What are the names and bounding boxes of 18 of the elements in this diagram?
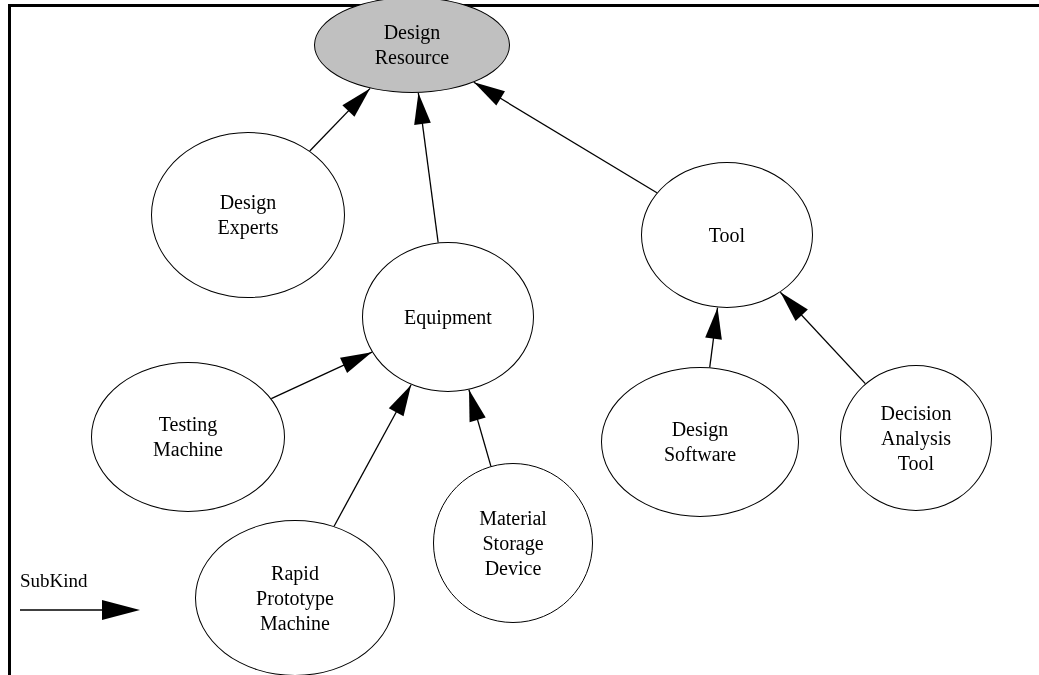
node-label: Equipment — [404, 304, 492, 330]
node-label: Rapid Prototype Machine — [255, 560, 335, 636]
node-label: Testing Machine — [152, 412, 224, 462]
node-label: Decision Analysis Tool — [879, 400, 953, 476]
node-label: Design Software — [662, 417, 738, 467]
node-label: Material Storage Device — [478, 505, 548, 581]
node-label: Tool — [708, 222, 746, 248]
arrow — [414, 92, 439, 244]
arrow — [705, 306, 722, 368]
arrow — [779, 291, 866, 385]
arrow — [270, 351, 373, 400]
node-label: Design Resource — [373, 20, 451, 70]
legend-label: SubKind — [20, 570, 88, 592]
arrow — [309, 87, 371, 152]
arrow — [468, 389, 492, 467]
arrow — [473, 81, 658, 194]
arrow — [333, 384, 412, 527]
node-label: Design Experts — [216, 190, 280, 240]
